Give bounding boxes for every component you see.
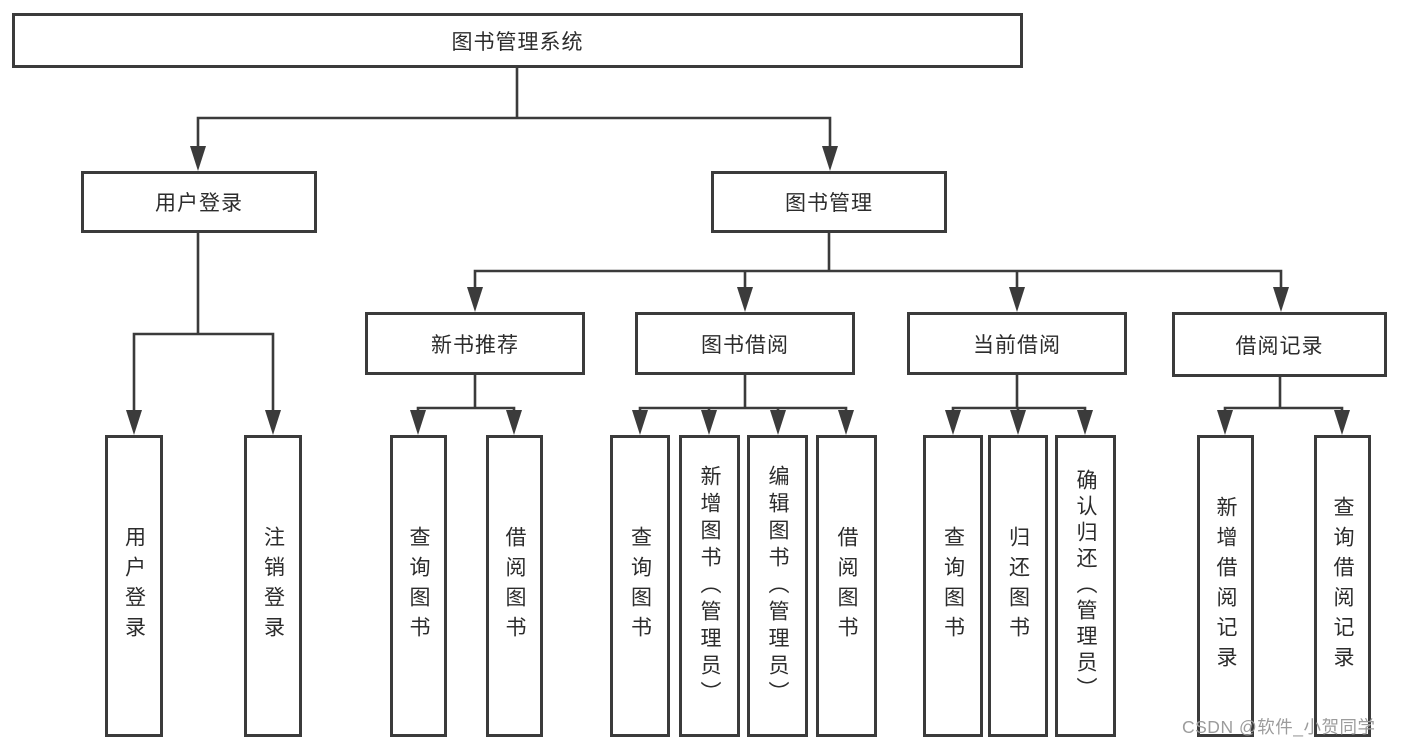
node-borrow-records: 借阅记录	[1172, 312, 1387, 377]
node-book-borrowing: 图书借阅	[635, 312, 855, 375]
leaf-edit-books-admin: 编辑图书（管理员）	[747, 435, 808, 737]
leaf-query-borrow-record: 查询借阅记录	[1314, 435, 1371, 737]
leaf-query-books-current: 查询图书	[923, 435, 983, 737]
leaf-user-login: 用户登录	[105, 435, 163, 737]
leaf-query-books-recommend: 查询图书	[390, 435, 447, 737]
arrowheads	[126, 146, 1350, 435]
node-book-management: 图书管理	[711, 171, 947, 233]
node-library-management-system: 图书管理系统	[12, 13, 1023, 68]
leaf-add-borrow-record: 新增借阅记录	[1197, 435, 1254, 737]
node-user-login: 用户登录	[81, 171, 317, 233]
node-current-borrowing: 当前借阅	[907, 312, 1127, 375]
leaf-borrow-books-recommend: 借阅图书	[486, 435, 543, 737]
leaf-add-books-admin: 新增图书（管理员）	[679, 435, 740, 737]
leaf-borrow-books: 借阅图书	[816, 435, 877, 737]
leaf-return-books: 归还图书	[988, 435, 1048, 737]
leaf-confirm-return-admin: 确认归还（管理员）	[1055, 435, 1116, 737]
watermark: CSDN @软件_小贺同学	[1182, 717, 1376, 737]
leaf-query-books-borrowing: 查询图书	[610, 435, 670, 737]
node-new-book-recommend: 新书推荐	[365, 312, 585, 375]
leaf-logout: 注销登录	[244, 435, 302, 737]
